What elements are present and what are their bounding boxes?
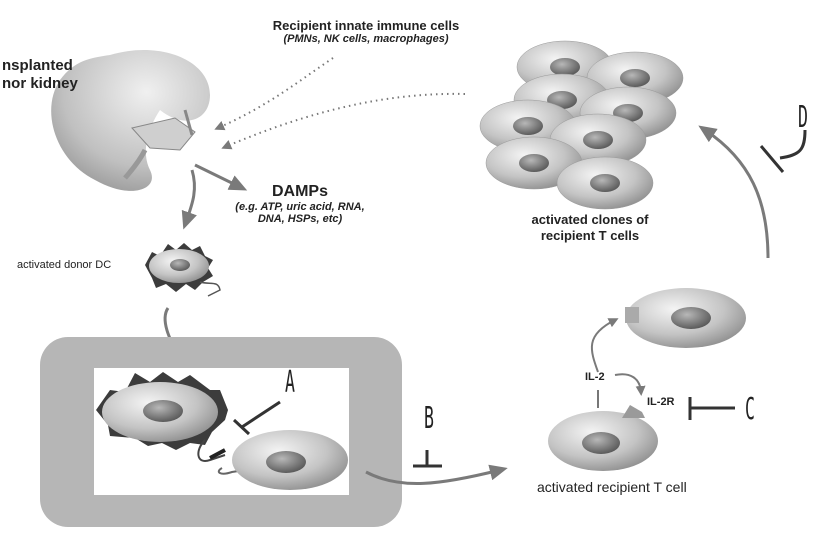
clone-cell [485, 136, 583, 190]
innate-arrow-1 [214, 57, 334, 131]
clone-nucleus [583, 131, 613, 149]
il2-autocrine-arrow [590, 318, 619, 373]
damps-arrow [194, 163, 248, 191]
damps-examples-2: DNA, HSPs, etc) [257, 213, 343, 225]
innate-immune-title: Recipient innate immune cells [272, 18, 460, 33]
innate-immune-label: Recipient innate immune cells (PMNs, NK … [246, 18, 486, 45]
clone-nucleus [620, 69, 650, 87]
lymph-node-frame [40, 337, 402, 527]
clones-label: activated clones of recipient T cells [500, 212, 680, 244]
donor-kidney [51, 49, 211, 191]
kidney-label-line2: nor kidney [2, 75, 78, 92]
kidney-label: nsplanted nor kidney [2, 57, 78, 93]
inhibition-label-a: A [285, 365, 295, 400]
lymphnode-to-tcell-arrow [365, 464, 508, 485]
il2r-label: IL-2R [647, 396, 675, 408]
kidney-to-dc-arrow [181, 169, 197, 230]
t-cell-with-il2r [625, 288, 746, 348]
clone-nucleus [550, 58, 580, 76]
damps-examples-1: (e.g. ATP, uric acid, RNA, [235, 201, 365, 213]
clone-nucleus [590, 174, 620, 192]
clone-nucleus [513, 117, 543, 135]
recipient-t-cell-label: activated recipient T cell [537, 479, 687, 495]
activated-donor-dc [145, 243, 221, 297]
inhibitor-d [759, 129, 807, 173]
kidney-label-line1: nsplanted [2, 57, 73, 74]
il2-to-receptor-arrow [614, 373, 646, 396]
tcell-to-clones-arrow [698, 125, 770, 259]
inhibition-label-b: B [424, 401, 434, 436]
clone-cell [556, 156, 654, 210]
t-cell-clones [479, 40, 684, 210]
inhibition-label-c: C [745, 392, 755, 427]
inhibitor-c [688, 397, 735, 420]
il2-label: IL-2 [585, 371, 605, 383]
inhibition-label-d: D [798, 100, 808, 135]
inhibitor-b [413, 450, 442, 468]
damps-title: DAMPs [271, 183, 328, 200]
immune-synapse [197, 439, 246, 475]
inhibitor-a [232, 400, 281, 436]
innate-immune-subtitle: (PMNs, NK cells, macrophages) [283, 33, 449, 45]
innate-arrow-2 [221, 92, 466, 150]
donor-dc-large [96, 372, 228, 450]
donor-dc-label: activated donor DC [17, 259, 112, 271]
clones-label-line2: recipient T cells [540, 228, 640, 243]
naive-t-cell [232, 430, 348, 490]
clone-nucleus [519, 154, 549, 172]
damps-label: DAMPs (e.g. ATP, uric acid, RNA, DNA, HS… [215, 183, 385, 225]
activated-recipient-t-cell [548, 405, 658, 471]
clones-label-line1: activated clones of [531, 212, 649, 227]
